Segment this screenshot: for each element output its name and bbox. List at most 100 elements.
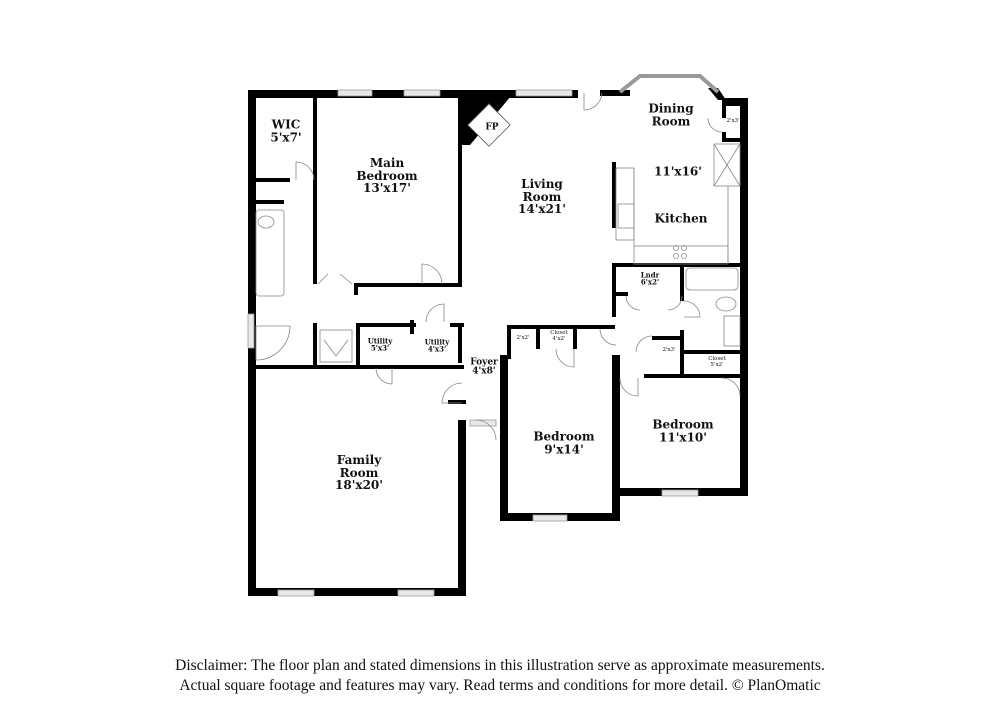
room-name: Utility (424, 337, 450, 347)
toilet (715, 296, 737, 312)
fridge-cross (713, 143, 741, 187)
door-swing (555, 348, 575, 368)
wall (500, 355, 508, 521)
room-dims-kitchen-dining: 11'x16' (654, 165, 702, 179)
vanity (723, 315, 741, 347)
wall (354, 283, 358, 295)
room-name: Foyer (470, 357, 498, 368)
shower-drain (323, 339, 349, 357)
wall (356, 323, 360, 367)
wall (356, 323, 416, 327)
wall (680, 350, 740, 354)
wall (612, 263, 616, 317)
wall (612, 162, 616, 228)
fireplace-label: FP (485, 123, 498, 132)
door-swing (441, 382, 463, 404)
door-swing (375, 367, 393, 385)
wall (722, 98, 748, 106)
window (277, 589, 315, 597)
stove-burner (673, 253, 679, 259)
room-dims: 5'x3' (370, 344, 390, 353)
room-dims: 14'x21' (518, 202, 566, 217)
wall (573, 325, 577, 349)
room-name: Closet (550, 330, 568, 337)
room-dims: 13'x17' (363, 181, 411, 196)
fireplace-text: FP (485, 122, 499, 133)
wall (652, 336, 684, 340)
room-dims: 2'x3' (662, 347, 676, 354)
room-dims: 11'x10' (659, 430, 707, 444)
window (337, 89, 373, 97)
bathtub (255, 209, 285, 297)
floor-plan-drawing (247, 74, 748, 597)
door-swing (683, 300, 701, 318)
room-dims: 4'x3' (427, 345, 447, 354)
bay-window (618, 74, 720, 94)
door-swing (635, 335, 653, 353)
door-swing (619, 377, 639, 397)
room-name: Dining (648, 101, 694, 116)
door-swing (317, 273, 353, 285)
wall (644, 374, 744, 378)
door-swing (625, 295, 683, 311)
room-dims: 2'x2' (516, 335, 530, 342)
window (397, 589, 435, 597)
room-name: Bedroom (533, 429, 595, 444)
room-name: Living (521, 177, 563, 192)
wall (248, 200, 284, 204)
room-name: Room (339, 465, 379, 480)
door-swing (721, 377, 741, 397)
room-dims: 9'x14' (544, 442, 584, 456)
room-name: WIC (271, 117, 301, 132)
room-name: Room (522, 189, 562, 204)
door-swing (425, 303, 445, 323)
wall (313, 98, 317, 284)
stove-burner (681, 245, 687, 251)
room-name: Utility (367, 336, 393, 346)
kitchen-sink (617, 203, 635, 229)
sink (257, 215, 275, 229)
room-dims: 2'x3' (726, 118, 740, 125)
wall (450, 323, 464, 327)
wall (722, 98, 726, 118)
window (661, 489, 699, 497)
room-name: Main (369, 156, 405, 171)
window (403, 89, 441, 97)
shower (319, 329, 353, 363)
room-label-closet-2x2: 2'x2' (516, 335, 530, 342)
room-label-kitchen: Kitchen (655, 212, 708, 226)
room-dims: 4'x8' (472, 367, 496, 377)
wall (612, 292, 628, 296)
room-dims: 18'x20' (335, 478, 383, 493)
room-name: Family (336, 453, 382, 468)
wall (507, 325, 511, 359)
room-label-pantry: 2'x3' (726, 118, 740, 125)
door-swing (707, 117, 723, 133)
window (532, 514, 568, 522)
wall (507, 325, 615, 329)
wall (248, 588, 466, 596)
corner-tub (255, 325, 291, 361)
disclaimer-line-2: Actual square footage and features may v… (179, 677, 821, 694)
wall (536, 325, 540, 349)
room-name: Bedroom (652, 417, 714, 432)
kitchen-cabinet-line (633, 168, 729, 264)
window (515, 89, 573, 97)
bathtub-hall (685, 267, 739, 291)
bay-wall (708, 88, 726, 100)
wall (410, 320, 414, 334)
room-dims: 6'x2' (640, 278, 660, 287)
disclaimer: Disclaimer: The floor plan and stated di… (0, 656, 1000, 696)
disclaimer-line-1: Disclaimer: The floor plan and stated di… (175, 657, 825, 674)
wall (458, 420, 466, 596)
wall (680, 263, 684, 301)
door-swing (295, 161, 315, 181)
wall (248, 178, 290, 182)
